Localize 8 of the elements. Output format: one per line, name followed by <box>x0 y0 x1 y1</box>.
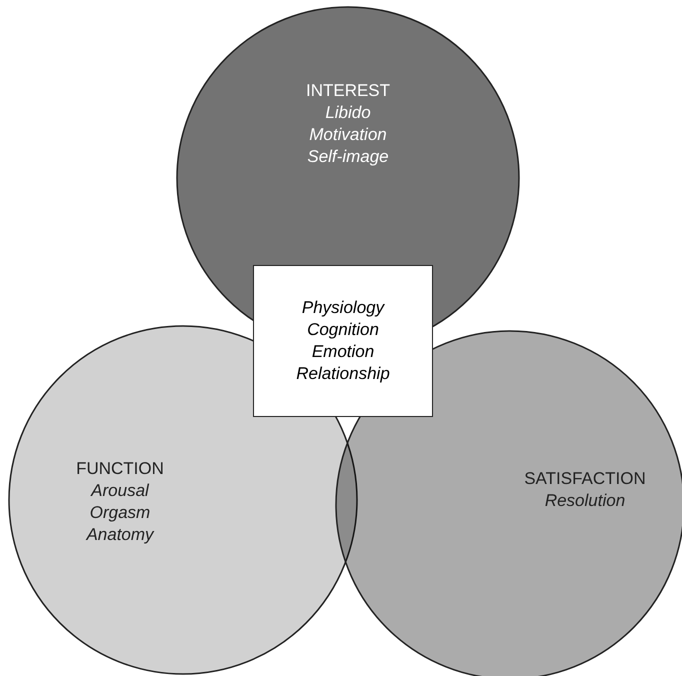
set-items: Resolution <box>544 490 626 512</box>
set-heading: FUNCTION <box>76 458 164 480</box>
overlap-box <box>253 265 433 417</box>
set-items: Arousal Orgasm Anatomy <box>84 480 156 546</box>
set-heading: SATISFACTION <box>524 468 646 490</box>
set-heading: INTEREST <box>306 80 390 102</box>
set-items: Libido Motivation Self-image <box>306 102 390 168</box>
shared-factors: Physiology Cognition Emotion Relationship <box>295 297 391 385</box>
